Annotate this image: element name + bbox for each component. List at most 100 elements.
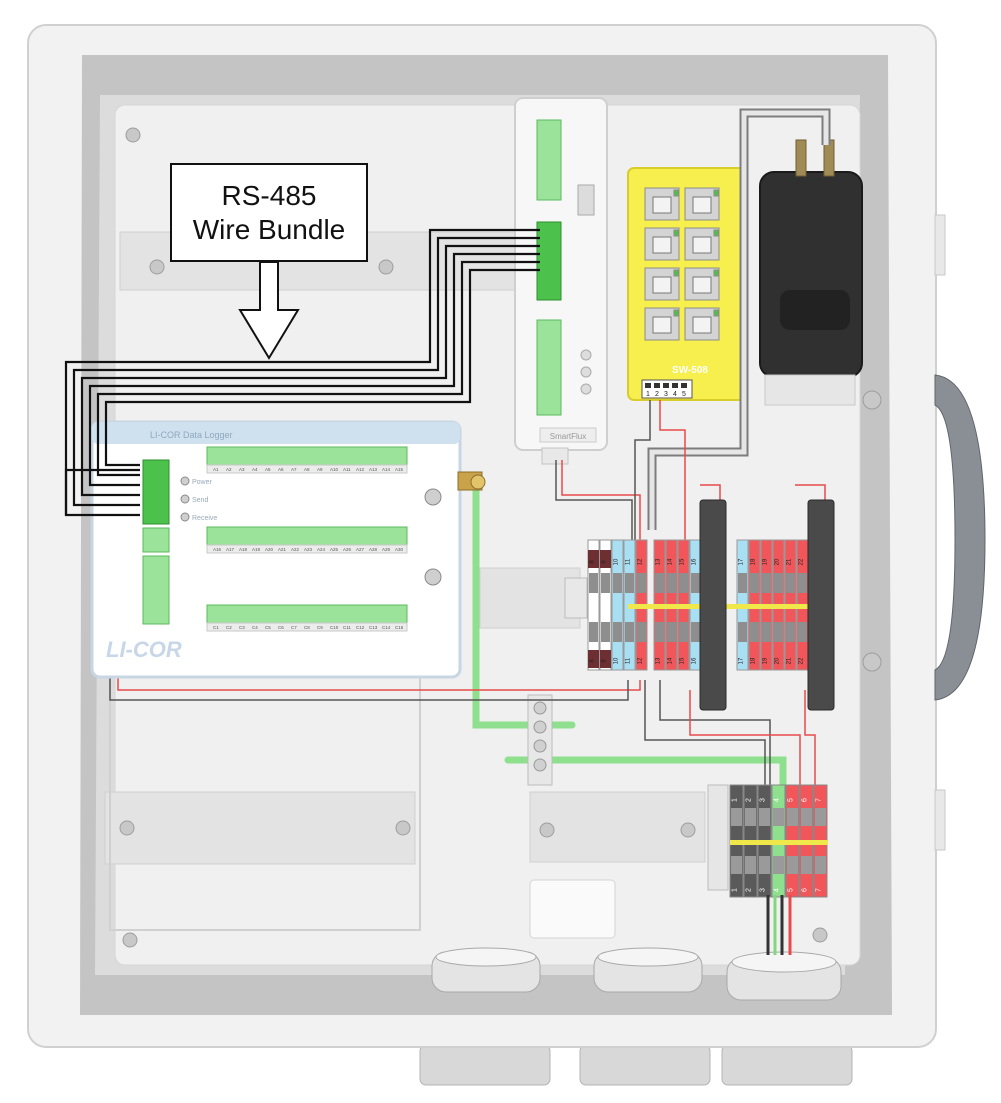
terminal-number: 22 [799, 558, 805, 565]
callout-line-2: Wire Bundle [192, 213, 346, 245]
logger-terminal-label: C9 [317, 625, 323, 630]
rj45-port [684, 227, 720, 261]
terminal-number: 12 [638, 558, 644, 565]
dip-switch [681, 383, 687, 388]
led-label: Receive [192, 515, 217, 522]
terminal-number: 7 [816, 798, 823, 802]
data-logger: LI-COR Data Logger LI-COR PowerSendRecei… [90, 420, 462, 679]
logger-terminal-label: A10 [330, 467, 339, 472]
logger-terminal-label: C14 [382, 625, 391, 630]
terminal-number: 11 [626, 558, 632, 565]
rj45-port [644, 267, 680, 301]
screws [119, 127, 882, 948]
switch-model: SW-508 [672, 365, 708, 376]
logger-terminal-label: A23 [304, 547, 313, 552]
logger-terminal-label: A12 [356, 467, 365, 472]
terminal-number: 9 [602, 560, 608, 564]
dip-label: 1 [646, 391, 650, 398]
logger-terminal-label: A24 [317, 547, 326, 552]
logger-terminal-label: A20 [265, 547, 274, 552]
logger-terminal-label: A18 [239, 547, 248, 552]
logger-terminal-label: A3 [239, 467, 245, 472]
terminal-number: 5 [788, 888, 795, 892]
terminal-number: 13 [656, 657, 662, 664]
terminal-number: 6 [802, 888, 809, 892]
logger-terminal-label: C4 [252, 625, 258, 630]
terminal-number: 4 [774, 888, 781, 892]
logger-terminal-label: A27 [356, 547, 365, 552]
callout-arrow [238, 261, 300, 360]
logger-terminal-label: A16 [213, 547, 222, 552]
logger-brand: LI-COR [106, 637, 182, 662]
terminal-number: 11 [626, 657, 632, 664]
dip-label: 2 [655, 391, 659, 398]
antenna-connector [457, 471, 486, 491]
logger-terminal-label: C12 [356, 625, 365, 630]
terminal-number: 21 [787, 657, 793, 664]
terminal-number: 1 [732, 798, 739, 802]
logger-terminal-label: A22 [291, 547, 300, 552]
terminal-number: 10 [614, 657, 620, 664]
logger-terminal-label: A14 [382, 467, 391, 472]
logger-terminal-label: C3 [239, 625, 245, 630]
logger-terminal-label: A30 [395, 547, 404, 552]
terminal-number: 18 [751, 558, 757, 565]
dip-switch [672, 383, 678, 388]
terminal-number: 19 [763, 657, 769, 664]
logger-terminal-label: C11 [343, 625, 351, 630]
black-device [759, 139, 863, 406]
led-indicator [180, 476, 190, 486]
terminal-number: 15 [680, 558, 686, 565]
logger-terminal-label: A26 [343, 547, 352, 552]
logger-terminal-label: C2 [226, 625, 232, 630]
dip-switch [645, 383, 651, 388]
logger-terminal-label: A19 [252, 547, 261, 552]
terminal-end-brackets [699, 499, 835, 711]
dip-switch [663, 383, 669, 388]
rj45-port [644, 307, 680, 341]
rj45-port [684, 267, 720, 301]
terminal-number: 6 [802, 798, 809, 802]
logger-terminal-label: A21 [278, 547, 287, 552]
terminal-number: 20 [775, 657, 781, 664]
bottom-glands [419, 1044, 853, 1086]
jumper-bar [730, 840, 828, 845]
logger-terminal-label: C7 [291, 625, 297, 630]
terminal-number: 21 [787, 558, 793, 565]
terminal-number: 8 [590, 560, 596, 564]
dip-switch [654, 383, 660, 388]
terminal-number: 1 [732, 888, 739, 892]
terminal-number: 2 [746, 888, 753, 892]
logger-terminal-label: A6 [278, 467, 284, 472]
rj45-port [644, 227, 680, 261]
controller-module: SmartFlux [514, 97, 608, 465]
terminal-number: 4 [774, 798, 781, 802]
logger-terminal-label: A4 [252, 467, 258, 472]
logger-terminal-label: A1 [213, 467, 219, 472]
dip-label: 4 [673, 391, 677, 398]
callout-line-1: RS-485 [221, 179, 317, 211]
logger-terminal-label: A28 [369, 547, 378, 552]
terminal-number: 19 [763, 558, 769, 565]
rj45-port [684, 307, 720, 341]
rs485-callout: RS-485 Wire Bundle [170, 163, 368, 262]
terminal-blocks-upper: 8899101011111212131314141515161617171818… [564, 539, 833, 671]
logger-terminal-label: A29 [382, 547, 391, 552]
led-label: Send [192, 497, 208, 504]
logger-terminal-label: A5 [265, 467, 271, 472]
dip-label: 5 [682, 391, 686, 398]
terminal-number: 9 [602, 659, 608, 663]
logger-terminal-label: C5 [265, 625, 271, 630]
controller-label: SmartFlux [550, 432, 586, 441]
logger-terminal-label: C10 [330, 625, 339, 630]
inner-glands [431, 947, 842, 1001]
terminal-block: 99 [599, 539, 612, 671]
logger-terminal-label: A17 [226, 547, 235, 552]
led-label: Power [192, 479, 213, 486]
logger-terminal-label: A9 [317, 467, 323, 472]
terminal-number: 3 [760, 798, 767, 802]
